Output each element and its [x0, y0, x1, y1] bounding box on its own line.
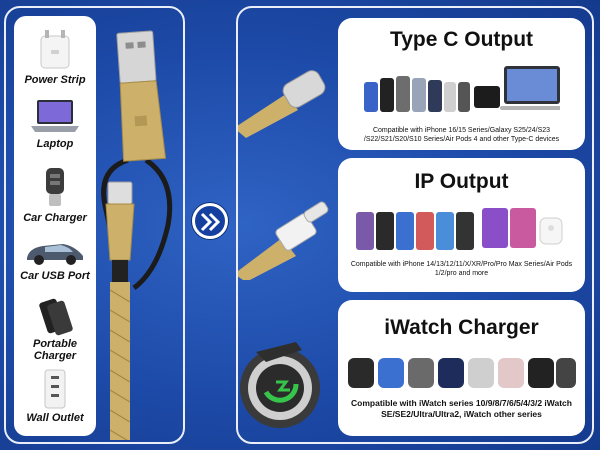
card-description: Compatible with iWatch series 10/9/8/7/6…	[351, 398, 572, 419]
car-charger-icon	[46, 168, 64, 206]
source-label: Laptop	[36, 138, 74, 150]
source-wall-outlet: Wall Outlet	[14, 368, 96, 424]
iwatch-charger-card: iWatch Charger Compatible with iWatch se…	[338, 300, 585, 436]
chevron-right-icon	[192, 203, 228, 239]
laptop-icon	[31, 100, 79, 132]
source-car-charger: Car Charger	[14, 166, 96, 224]
type-c-output-card: Type C Output Compatible with iPhone 16/…	[338, 18, 585, 150]
type-c-connector-image	[238, 70, 326, 138]
lightning-connector-image	[238, 201, 329, 280]
source-portable-charger: Portable Charger	[14, 296, 96, 362]
power-bank-icon	[39, 298, 73, 336]
watch-charger-image	[240, 342, 320, 428]
watches-image	[348, 358, 576, 388]
ip-output-card: IP Output Compatible with iPhone 14/13/1…	[338, 158, 585, 292]
source-laptop: Laptop	[14, 96, 96, 150]
source-label: Portable Charger	[32, 338, 77, 362]
car-icon	[27, 244, 83, 265]
power-source-list: Power Strip Laptop Car Charger Car USB P…	[14, 16, 96, 436]
power-adapter-icon	[40, 30, 70, 69]
card-description: Compatible with iPhone 14/13/12/11/X/XR/…	[350, 261, 573, 277]
card-title: Type C Output	[389, 28, 534, 51]
source-car-usb: Car USB Port	[14, 236, 96, 282]
source-power-strip: Power Strip	[14, 28, 96, 86]
source-label: Car Charger	[23, 212, 87, 224]
output-panel	[236, 6, 594, 444]
input-panel	[4, 6, 185, 444]
wall-outlet-icon	[44, 369, 66, 409]
iphones-image	[356, 208, 563, 250]
source-label: Power Strip	[24, 74, 86, 86]
phones-image	[364, 66, 560, 112]
source-label: Wall Outlet	[26, 412, 84, 424]
card-description: Compatible with iPhone 16/15 Series/Gala…	[363, 127, 560, 143]
source-label: Car USB Port	[20, 270, 90, 282]
card-title: iWatch Charger	[384, 316, 539, 339]
card-title: IP Output	[414, 170, 509, 193]
usb-cable-image	[101, 30, 173, 440]
